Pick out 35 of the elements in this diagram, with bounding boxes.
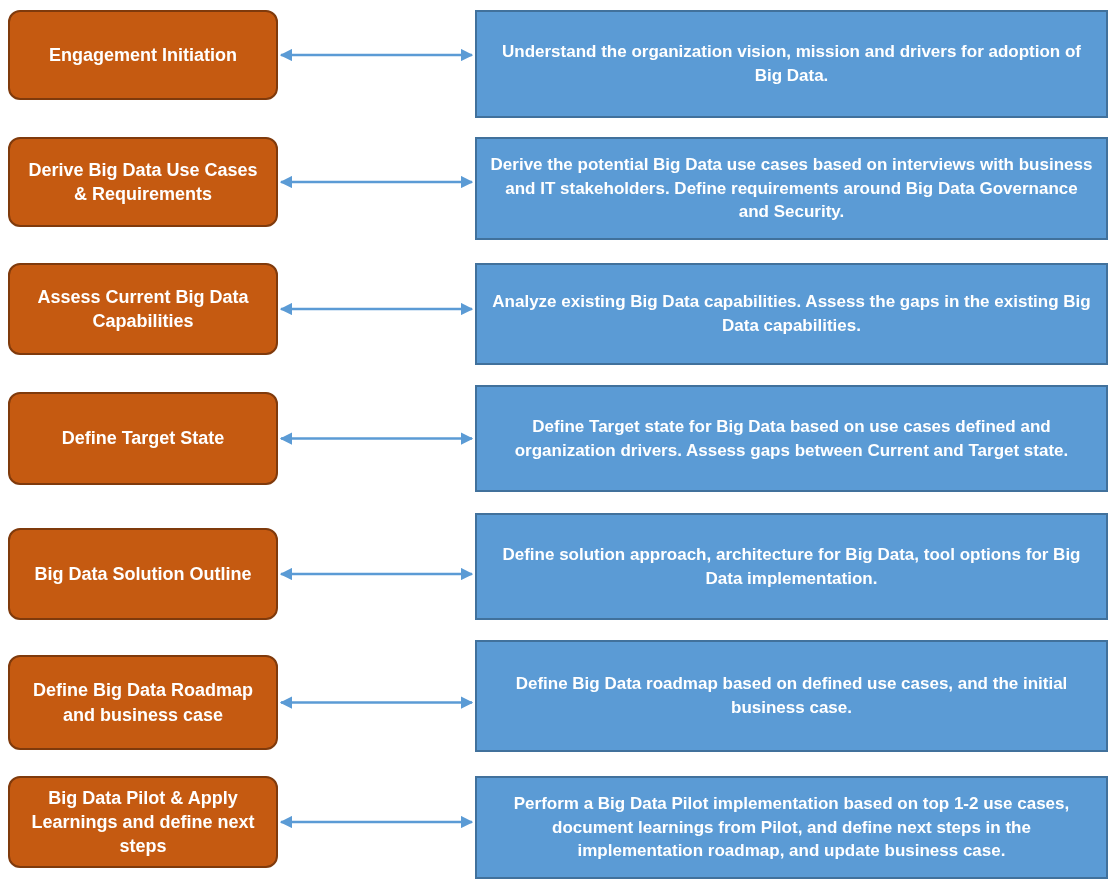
box-text: Define solution approach, architecture for Big Data, tool options for Big Data implementation. [501,543,1082,590]
description-box [475,640,1108,752]
description-box [475,137,1108,240]
box-text: Understand the organization vision, mission and drivers for adoption of Big Data. [501,41,1082,87]
box-text: Define Big Data Roadmap and business case [31,679,254,727]
phase-box [8,655,278,750]
box-text: Big Data Solution Outline [34,562,252,586]
double-arrow [279,696,474,709]
phase-box [8,10,278,100]
double-arrow [279,48,474,62]
description-box [475,513,1108,620]
description-box [475,385,1108,492]
phase-box [8,776,278,868]
box-text: Define Big Data roadmap based on defined use cases, and the initial business case. [514,673,1069,719]
box-text: Derive the potential Big Data use cases based on interviews with business and IT stakeholders. Define requirements around Big Data Governance and Security. [489,153,1094,224]
description-box [475,776,1108,879]
box-text: Define Target state for Big Data based on use cases defined and organization drivers. Assess gaps between Current and Target state. [513,415,1070,462]
phase-box [8,137,278,227]
description-box [475,263,1108,365]
double-arrow [279,175,474,189]
double-arrow [279,567,474,581]
double-arrow [279,432,474,445]
box-text: Perform a Big Data Pilot implementation based on top 1-2 use cases, document learnings from Pilot, and define next steps in the implementation roadmap, and update business case. [512,792,1071,863]
box-text: Big Data Pilot & Apply Learnings and define next steps [30,786,256,859]
box-text: Analyze existing Big Data capabilities. Assess the gaps in the existing Big Data capabilities. [491,291,1092,337]
double-arrow [279,815,474,829]
box-text: Assess Current Big Data Capabilities [36,285,250,333]
box-text: Define Target State [61,427,225,451]
double-arrow [279,302,474,316]
box-text: Engagement Initiation [49,43,237,67]
phase-box [8,392,278,485]
phase-box [8,263,278,355]
description-box [475,10,1108,118]
box-text: Derive Big Data Use Cases & Requirements [27,158,259,206]
phase-box [8,528,278,620]
